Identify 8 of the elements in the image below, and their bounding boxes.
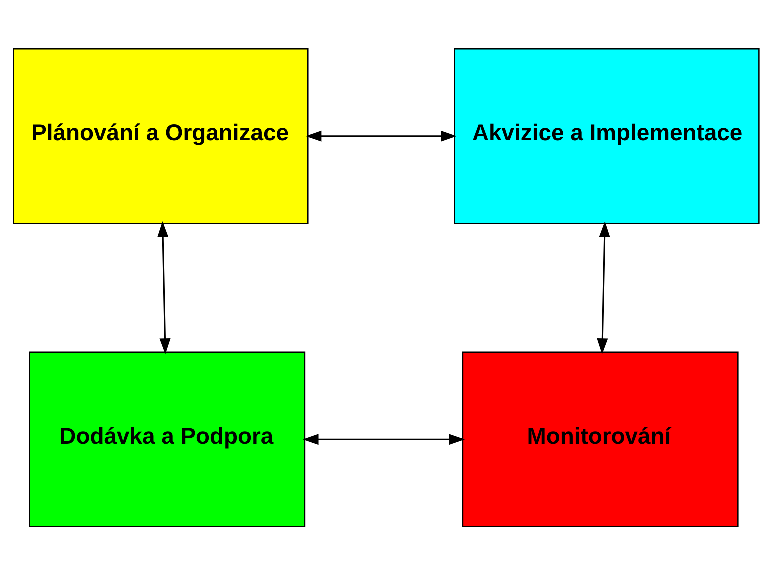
node-box: Monitorování (462, 352, 739, 528)
arrow (302, 434, 466, 446)
arrow (597, 222, 610, 354)
node-box: Plánování a Organizace (13, 48, 309, 224)
node-box: Dodávka a Podpora (29, 352, 306, 528)
arrow (306, 130, 457, 142)
node-box: Akvizice a Implementace (454, 48, 760, 224)
arrow (158, 222, 171, 354)
